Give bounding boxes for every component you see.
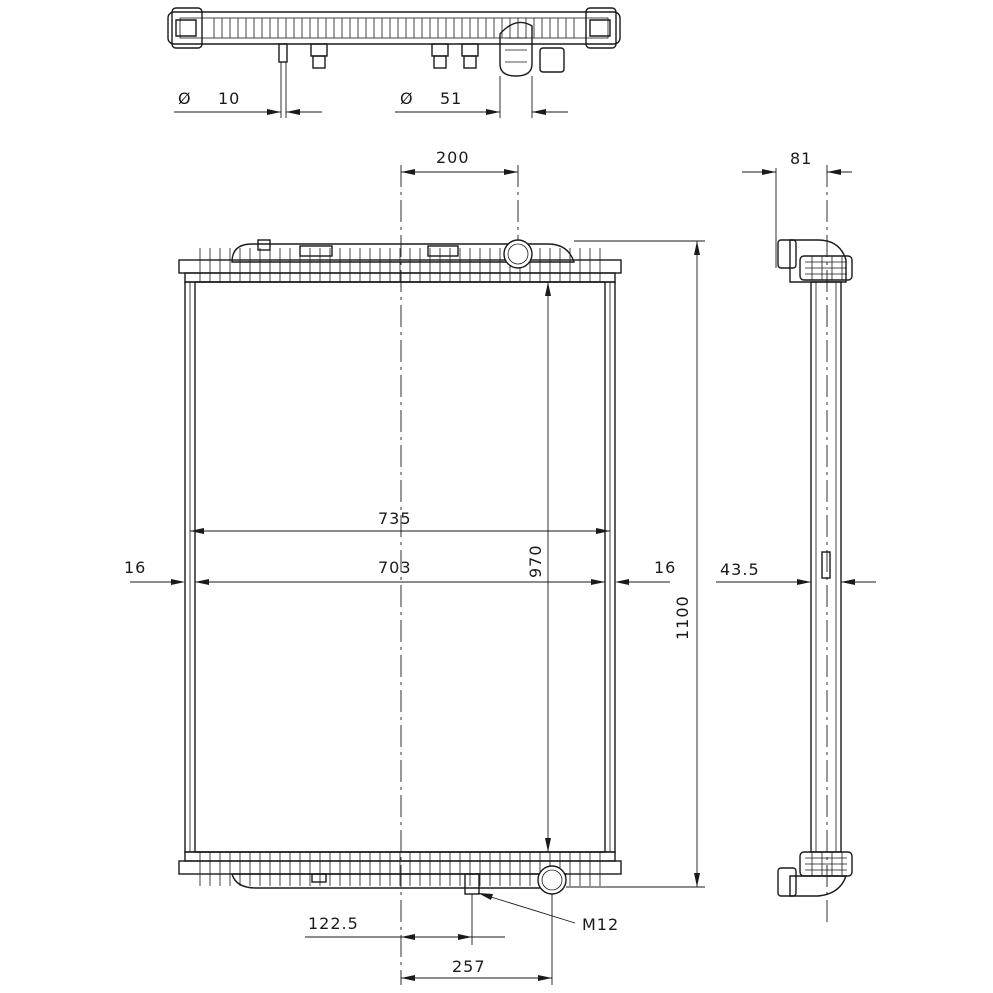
dim-core-depth: 43.5: [720, 560, 760, 579]
dim-core-height: 970: [526, 544, 545, 578]
dim-side-left: 16: [124, 558, 146, 577]
dim-outer-width: 735: [378, 509, 412, 528]
dia-symbol-1: Ø: [178, 89, 192, 108]
dim-drain-offset: 122.5: [308, 914, 359, 933]
top-view-ribs: [213, 18, 575, 38]
front-view: 200 735 703 16 16 970 1100: [124, 148, 705, 985]
dim-pipe-small: 10: [218, 89, 240, 108]
dim-outlet-offset: 257: [452, 957, 486, 976]
bottom-tank-ribs: [199, 852, 601, 886]
top-view: Ø 10 Ø 51: [167, 7, 621, 118]
drain-thread-label: M12: [582, 915, 619, 934]
dim-pipe-large: 51: [440, 89, 462, 108]
dim-top-depth: 81: [790, 149, 812, 168]
side-view: 81 43.5: [716, 149, 876, 925]
dim-total-height: 1100: [673, 595, 692, 640]
dim-side-right: 16: [654, 558, 676, 577]
dia-symbol-2: Ø: [400, 89, 414, 108]
dim-inlet-offset: 200: [436, 148, 470, 167]
top-tank-ribs: [199, 248, 601, 282]
dim-core-width: 703: [378, 558, 412, 577]
